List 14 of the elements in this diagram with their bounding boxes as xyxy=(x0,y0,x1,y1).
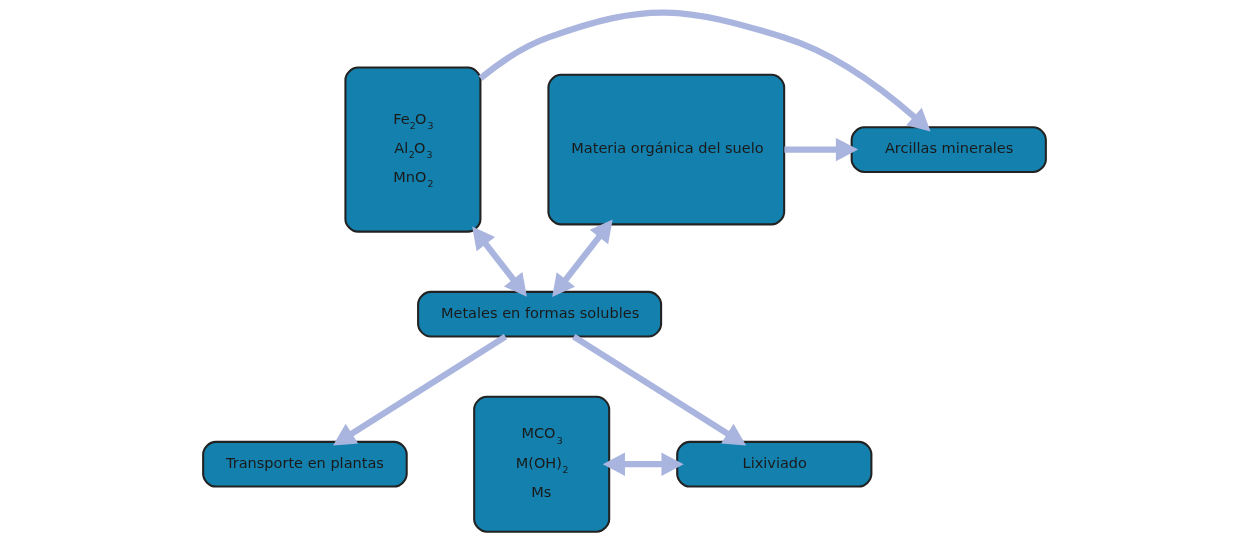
arrow xyxy=(333,334,508,446)
arrow xyxy=(552,219,613,298)
arrow xyxy=(478,9,931,132)
node-box: Metales en formas solubles xyxy=(417,290,663,338)
arrow xyxy=(602,452,684,476)
node-box: Materia orgánica del suelo xyxy=(547,73,786,226)
node-box: Fe$_{2}$O$_{3}$ Al$_{2}$O$_{3}$ MnO$_{2}$ xyxy=(344,66,482,233)
node-box: Transporte en plantas xyxy=(202,440,408,488)
arrow xyxy=(572,334,747,446)
node-box: Lixiviado xyxy=(676,440,873,488)
arrow xyxy=(784,137,859,162)
node-box: MCO$_{3}$ M(OH)$_{2}$ Ms xyxy=(473,395,611,533)
arrow xyxy=(472,226,527,297)
node-box: Arcillas minerales xyxy=(850,126,1047,173)
